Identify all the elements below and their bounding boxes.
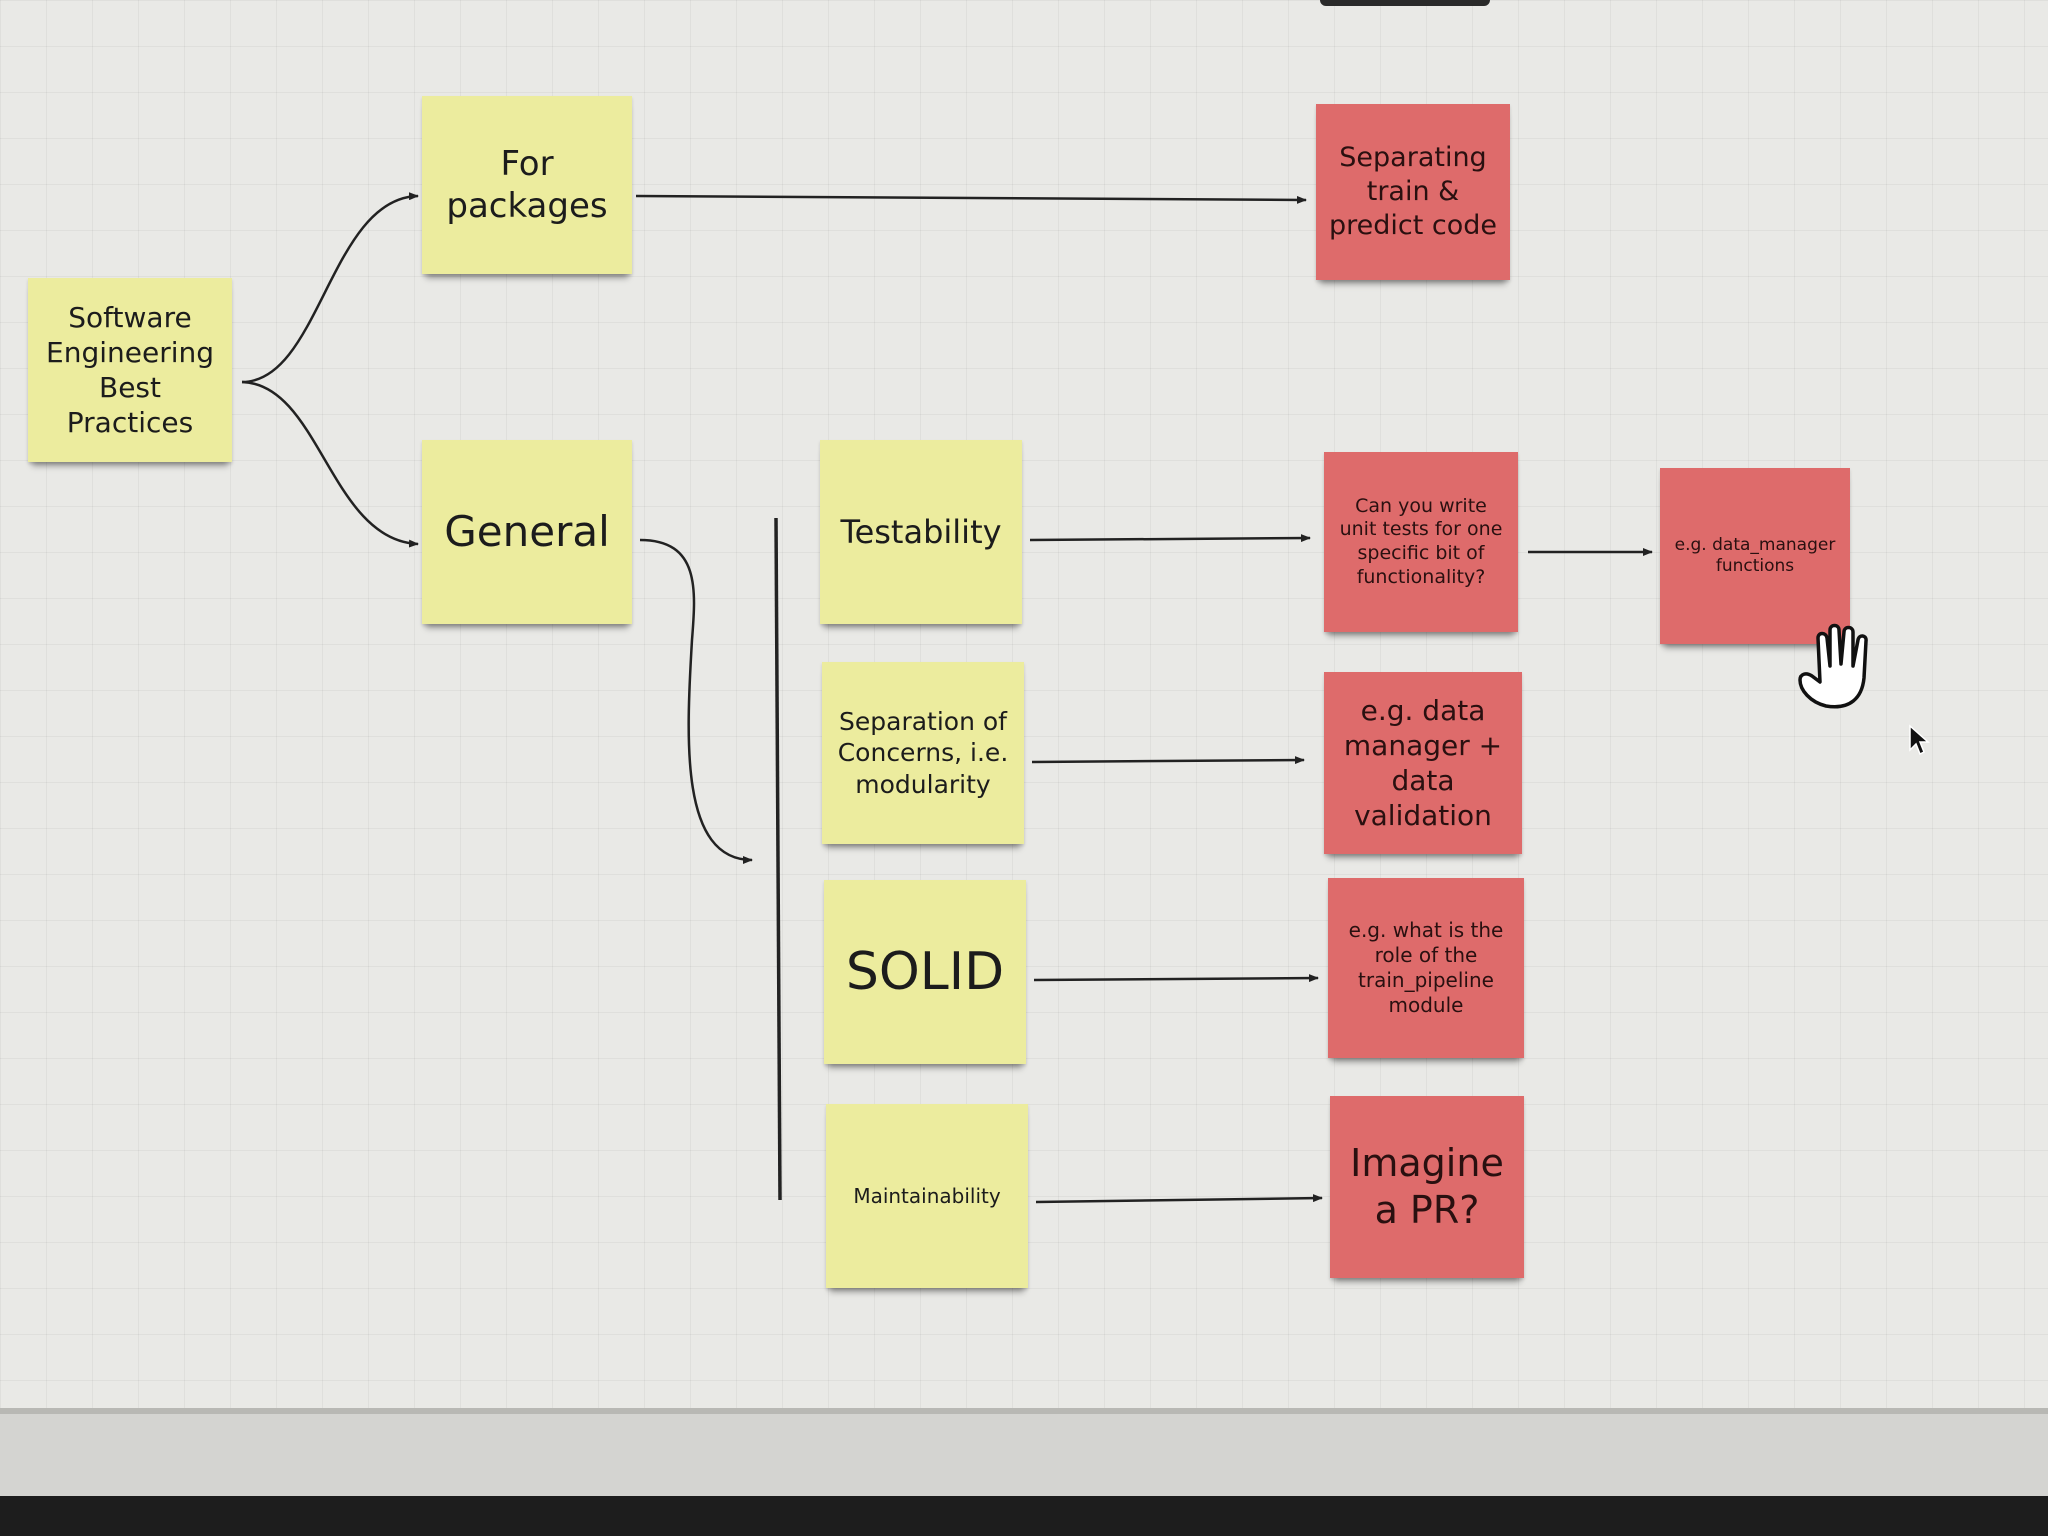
note-testability-text: Testability <box>840 513 1002 551</box>
note-imagine-pr[interactable]: Imagine a PR? <box>1330 1096 1524 1278</box>
whiteboard-canvas[interactable] <box>0 0 2048 1420</box>
connector-root-to-packages <box>241 192 419 384</box>
connector-root-to-general <box>241 380 419 548</box>
note-train-pipeline-role-text: e.g. what is the role of the train_pipel… <box>1348 918 1504 1017</box>
connector-testability <box>1029 534 1311 543</box>
connector-packages-to-detail <box>635 194 1307 204</box>
note-for-packages-text: For packages <box>446 143 608 227</box>
connector-solid <box>1033 974 1319 983</box>
note-unit-tests-text: Can you write unit tests for one specifi… <box>1339 494 1503 588</box>
note-data-manager-validation-text: e.g. data manager + data validation <box>1343 694 1503 832</box>
note-general[interactable]: General <box>422 440 632 624</box>
arrow-cursor-icon <box>1909 724 1930 756</box>
connector-maintainability <box>1035 1194 1323 1204</box>
note-testability[interactable]: Testability <box>820 440 1022 624</box>
note-solid-text: SOLID <box>845 941 1005 1002</box>
note-data-manager-functions[interactable]: e.g. data_manager functions <box>1660 468 1850 644</box>
note-imagine-pr-text: Imagine a PR? <box>1350 1140 1504 1233</box>
monitor-bezel <box>0 1496 2048 1536</box>
note-maintainability[interactable]: Maintainability <box>826 1104 1028 1288</box>
connector-general-to-topics <box>639 538 753 864</box>
board-edge <box>0 1408 2048 1414</box>
note-data-manager-functions-text: e.g. data_manager functions <box>1674 534 1836 576</box>
note-separating-train-predict-text: Separating train & predict code <box>1328 142 1498 241</box>
note-root[interactable]: Software Engineering Best Practices <box>28 278 232 462</box>
note-data-manager-validation[interactable]: e.g. data manager + data validation <box>1324 672 1522 854</box>
note-unit-tests[interactable]: Can you write unit tests for one specifi… <box>1324 452 1518 632</box>
monitor-top-bezel <box>1320 0 1490 6</box>
note-solid[interactable]: SOLID <box>824 880 1026 1064</box>
note-separating-train-predict[interactable]: Separating train & predict code <box>1316 104 1510 280</box>
note-maintainability-text: Maintainability <box>853 1183 1001 1208</box>
note-general-text: General <box>444 506 610 556</box>
connector-separation <box>1031 756 1305 765</box>
note-train-pipeline-role[interactable]: e.g. what is the role of the train_pipel… <box>1328 878 1524 1058</box>
below-board-area <box>0 1414 2048 1496</box>
note-separation[interactable]: Separation of Concerns, i.e. modularity <box>822 662 1024 844</box>
topics-bracket-line <box>774 517 782 1201</box>
note-for-packages[interactable]: For packages <box>422 96 632 274</box>
hand-cursor-icon <box>1798 623 1868 709</box>
note-separation-text: Separation of Concerns, i.e. modularity <box>837 707 1009 799</box>
note-root-text: Software Engineering Best Practices <box>46 301 214 439</box>
